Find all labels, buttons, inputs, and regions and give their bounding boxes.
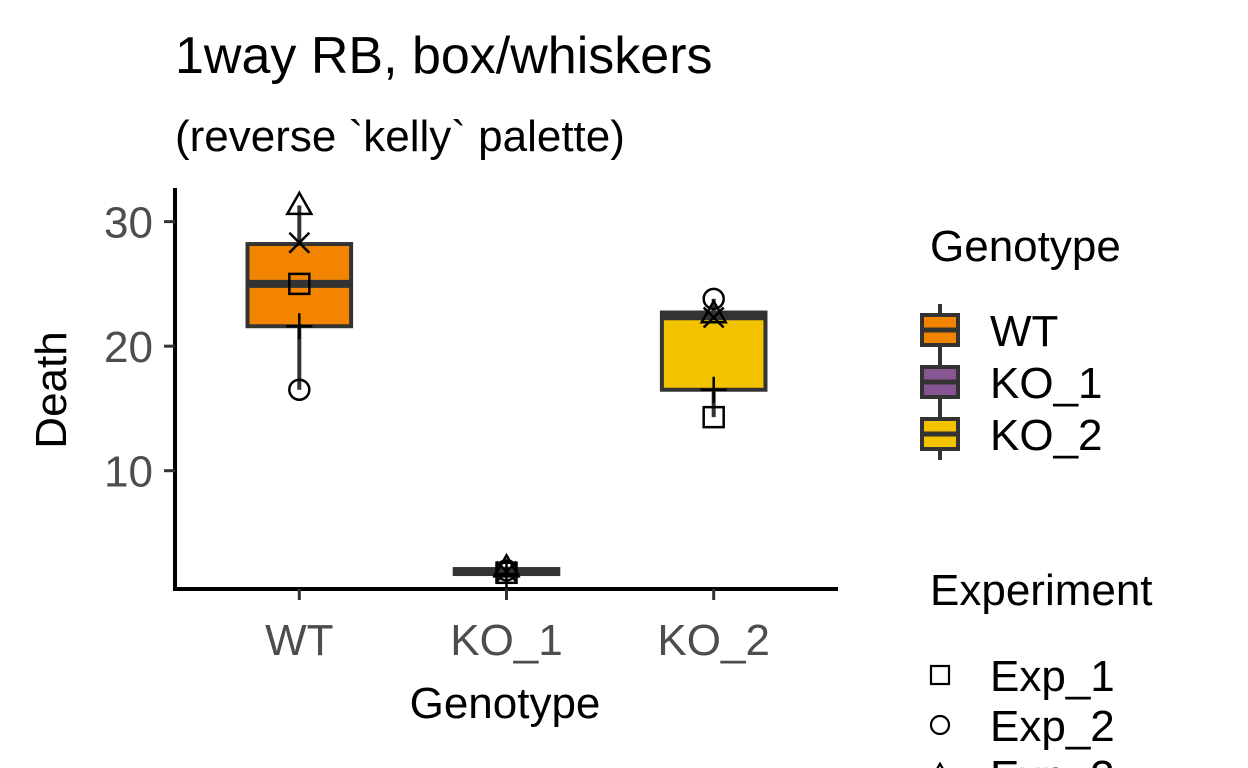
legend-experiment-item: Exp_1 [929,652,1115,701]
legend-genotype-label: KO_1 [990,359,1103,408]
legend-genotype-title: Genotype [930,222,1121,271]
legend-experiment-label: Exp_3 [990,752,1115,768]
y-tick-label: 10 [104,448,153,497]
point-wt-exp-4 [286,313,313,340]
point-wt-exp-5 [288,231,311,254]
y-ticks: 10 20 30 [104,199,175,497]
chart-subtitle: (reverse `kelly` palette) [175,112,625,161]
x-axis-title: Genotype [410,679,601,728]
boxes-layer [245,205,768,577]
legend-square-icon [929,664,951,686]
x-tick-label: KO_2 [657,616,770,665]
y-axis-title: Death [27,331,76,448]
legend-circle-icon [929,714,951,736]
legend-experiment-label: Exp_1 [990,652,1115,701]
y-tick-label: 20 [104,323,153,372]
point-ko-2-exp-5 [702,306,725,329]
y-tick-label: 30 [104,199,153,248]
legend-experiment-title: Experiment [930,566,1153,615]
point-ko-2-exp-1 [702,405,725,429]
legend-experiment-label: Exp_2 [990,702,1115,751]
point-ko-1-exp-5 [495,560,518,583]
point-ko-1-exp-4 [493,561,520,588]
point-wt-exp-1 [288,272,311,296]
legend-genotype-label: KO_2 [990,411,1103,460]
chart-title: 1way RB, box/whiskers [175,27,713,85]
x-tick-label: WT [265,616,333,665]
point-ko-2-exp-4 [700,376,727,403]
point-wt-exp-3 [285,190,314,216]
x-tick-label: KO_1 [450,616,563,665]
legend-genotype-item: WT [920,304,1058,356]
legend-experiment-item: Exp_2 [929,702,1115,751]
legend-experiment-item: Exp_3 [936,752,1115,768]
legend-genotype-item: KO_2 [920,408,1103,460]
point-wt-exp-2 [288,378,311,401]
legend-genotype-item: KO_1 [920,356,1103,408]
legend-triangle-icon [936,761,944,768]
points-layer [285,190,728,588]
point-ko-2-exp-2 [702,287,725,311]
legend-genotype-label: WT [990,307,1058,356]
x-ticks: WT KO_1 KO_2 [265,589,770,665]
